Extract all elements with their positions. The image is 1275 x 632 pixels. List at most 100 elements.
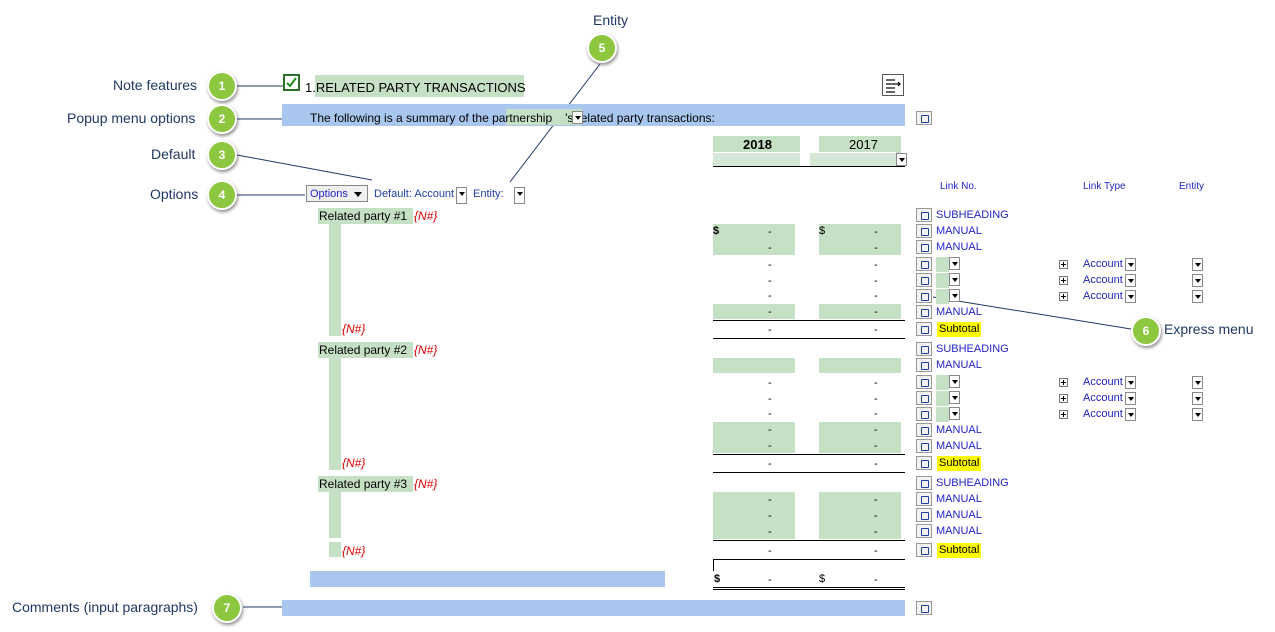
party3-subtotal-link[interactable]: Subtotal (937, 543, 982, 558)
party3-r1-link[interactable]: MANUAL (936, 493, 982, 505)
party1-r3-linkno-cell[interactable] (936, 257, 949, 272)
party2-r5-prior[interactable]: - (874, 440, 878, 452)
comments-input-band[interactable] (282, 600, 905, 616)
party1-r3-entity-dropdown[interactable] (1192, 258, 1203, 271)
comments-popup-button[interactable] (916, 601, 932, 615)
party1-r4-expand-icon[interactable] (1059, 276, 1068, 285)
party1-subtotal-popup[interactable] (916, 322, 932, 336)
party1-r4-linkno-dropdown[interactable] (949, 273, 960, 286)
party1-r2-popup[interactable] (916, 240, 932, 254)
party2-r3-linktype-dropdown[interactable] (1125, 408, 1136, 421)
party2-r3-linktype[interactable]: Account (1083, 408, 1123, 420)
party2-r1-expand-icon[interactable] (1059, 378, 1068, 387)
party3-r1-prior[interactable]: - (874, 494, 878, 506)
party1-r3-linktype-dropdown[interactable] (1125, 258, 1136, 271)
party2-r1-linkno-dropdown[interactable] (949, 375, 960, 388)
party3-r3-popup[interactable] (916, 524, 932, 538)
party3-r1-popup[interactable] (916, 492, 932, 506)
year-dropdown[interactable] (896, 153, 907, 166)
party2-r0b-popup[interactable] (916, 358, 932, 372)
party3-r2-popup[interactable] (916, 508, 932, 522)
party1-subtotal-link[interactable]: Subtotal (937, 322, 982, 337)
options-button[interactable]: Options (306, 185, 368, 202)
party2-subtotal-link[interactable]: Subtotal (937, 456, 982, 471)
party2-r0-link[interactable]: SUBHEADING (936, 343, 1009, 355)
party3-r0-popup[interactable] (916, 476, 932, 490)
party3-name[interactable]: Related party #3 (319, 477, 408, 491)
party1-r6-current[interactable]: - (768, 306, 772, 318)
party2-r2-popup[interactable] (916, 391, 932, 405)
party2-r3-linkno-cell[interactable] (936, 407, 949, 422)
party1-r1-prior[interactable]: - (874, 226, 878, 238)
year-prior[interactable]: 2017 (849, 137, 878, 152)
party2-r5-link[interactable]: MANUAL (936, 440, 982, 452)
party2-subtotal-popup[interactable] (916, 456, 932, 470)
party2-r2-expand-icon[interactable] (1059, 394, 1068, 403)
party2-r2-entity-dropdown[interactable] (1192, 392, 1203, 405)
party3-r3-link[interactable]: MANUAL (936, 525, 982, 537)
party2-r1-linktype[interactable]: Account (1083, 376, 1123, 388)
party2-r3-expand-icon[interactable] (1059, 410, 1068, 419)
party2-r1-popup[interactable] (916, 375, 932, 389)
party2-r3-entity-dropdown[interactable] (1192, 408, 1203, 421)
party1-r4-popup[interactable] (916, 273, 932, 287)
party3-r0-link[interactable]: SUBHEADING (936, 477, 1009, 489)
party3-r2-current[interactable]: - (768, 510, 772, 522)
party2-name[interactable]: Related party #2 (319, 343, 408, 357)
entity-word[interactable]: partnership (492, 111, 553, 125)
party2-r5-current[interactable]: - (768, 440, 772, 452)
default-dropdown[interactable] (456, 187, 467, 204)
party1-r6-prior[interactable]: - (874, 306, 878, 318)
party1-r3-linktype[interactable]: Account (1083, 258, 1123, 270)
party1-r5-entity-dropdown[interactable] (1192, 290, 1203, 303)
party2-r4-current[interactable]: - (768, 424, 772, 436)
party2-r2-linkno-cell[interactable] (936, 391, 949, 406)
party2-r1-entity-dropdown[interactable] (1192, 376, 1203, 389)
party3-r2-link[interactable]: MANUAL (936, 509, 982, 521)
party3-r3-current[interactable]: - (768, 526, 772, 538)
party1-r2-current[interactable]: - (768, 242, 772, 254)
party2-r1-linktype-dropdown[interactable] (1125, 376, 1136, 389)
party2-r1-linkno-cell[interactable] (936, 375, 949, 390)
party1-r5-linktype[interactable]: Account (1083, 290, 1123, 302)
party1-r0-link[interactable]: SUBHEADING (936, 209, 1009, 221)
popup-menu-button[interactable] (916, 111, 932, 125)
party1-r1-current[interactable]: - (768, 226, 772, 238)
party2-r2-linktype[interactable]: Account (1083, 392, 1123, 404)
party2-r3-linkno-dropdown[interactable] (949, 407, 960, 420)
party2-r5-popup[interactable] (916, 439, 932, 453)
party1-r6-popup[interactable] (916, 305, 932, 319)
party1-r2-link[interactable]: MANUAL (936, 241, 982, 253)
entity-dropdown[interactable] (514, 187, 525, 204)
party1-r1-popup[interactable] (916, 224, 932, 238)
party1-name[interactable]: Related party #1 (319, 209, 408, 223)
entity-word-dropdown[interactable] (572, 111, 583, 124)
party2-r3-popup[interactable] (916, 407, 932, 421)
party1-r3-popup[interactable] (916, 257, 932, 271)
party1-r3-expand-icon[interactable] (1059, 260, 1068, 269)
party3-r1-current[interactable]: - (768, 494, 772, 506)
party1-r5-expand-icon[interactable] (1059, 292, 1068, 301)
party3-r3-prior[interactable]: - (874, 526, 878, 538)
party2-r4-link[interactable]: MANUAL (936, 424, 982, 436)
party3-r2-prior[interactable]: - (874, 510, 878, 522)
party1-r5-linkno-cell[interactable] (936, 289, 949, 304)
party3-subtotal-popup[interactable] (916, 543, 932, 557)
party1-r4-entity-dropdown[interactable] (1192, 274, 1203, 287)
party1-r5-linkno-dropdown[interactable] (949, 289, 960, 302)
party1-r1-link[interactable]: MANUAL (936, 225, 982, 237)
party1-r4-linktype[interactable]: Account (1083, 274, 1123, 286)
party1-r5-linktype-dropdown[interactable] (1125, 290, 1136, 303)
party1-r6-link[interactable]: MANUAL (936, 306, 982, 318)
party1-r5-popup[interactable] (916, 289, 932, 303)
note-checkbox[interactable] (283, 74, 300, 91)
party2-r4-prior[interactable]: - (874, 424, 878, 436)
party1-r4-linkno-cell[interactable] (936, 273, 949, 288)
party1-r0-popup[interactable] (916, 208, 932, 222)
party1-r2-prior[interactable]: - (874, 242, 878, 254)
total-label-cell[interactable] (310, 571, 665, 587)
year-current[interactable]: 2018 (743, 137, 772, 152)
party2-r0-popup[interactable] (916, 342, 932, 356)
party2-r0b-link[interactable]: MANUAL (936, 359, 982, 371)
party1-r4-linktype-dropdown[interactable] (1125, 274, 1136, 287)
